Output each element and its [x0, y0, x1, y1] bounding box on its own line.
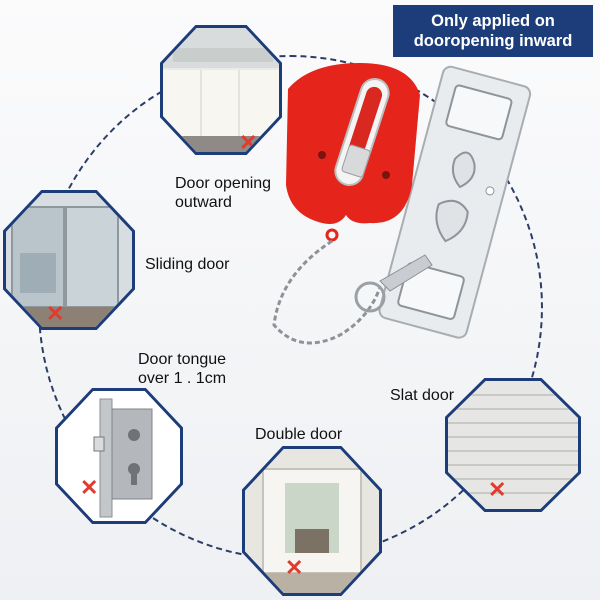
- key-ring: [354, 281, 386, 313]
- portable-door-lock-product: [272, 63, 532, 345]
- slat-door-illustration: [448, 381, 578, 509]
- mortise-lock-illustration: [58, 391, 180, 521]
- not-applicable-x-icon: ✕: [80, 475, 99, 500]
- sliding-door-illustration: [6, 193, 132, 327]
- not-applicable-x-icon: ✕: [46, 301, 65, 326]
- sliding-door-label: Sliding door: [145, 256, 230, 273]
- door-opening-outward-label: Door opening outward: [175, 175, 272, 211]
- not-applicable-x-icon: ✕: [285, 555, 304, 580]
- double-door-photo: ✕: [242, 446, 382, 596]
- double-door-label: Double door: [255, 426, 343, 443]
- double-door-illustration: [245, 449, 379, 593]
- door-tongue-label: Door tongue over 1 . 1cm: [138, 351, 227, 387]
- clip-hook: [379, 254, 433, 292]
- sliding-door-photo: ✕: [3, 190, 135, 330]
- slat-door-photo: ✕: [445, 378, 581, 512]
- slat-door-label: Slat door: [390, 387, 455, 404]
- chain: [272, 239, 382, 345]
- usage-banner: Only applied on dooropening inward: [393, 5, 593, 57]
- door-tongue-photo: ✕: [55, 388, 183, 524]
- not-applicable-x-icon: ✕: [488, 477, 507, 502]
- red-lock-body: [286, 63, 420, 242]
